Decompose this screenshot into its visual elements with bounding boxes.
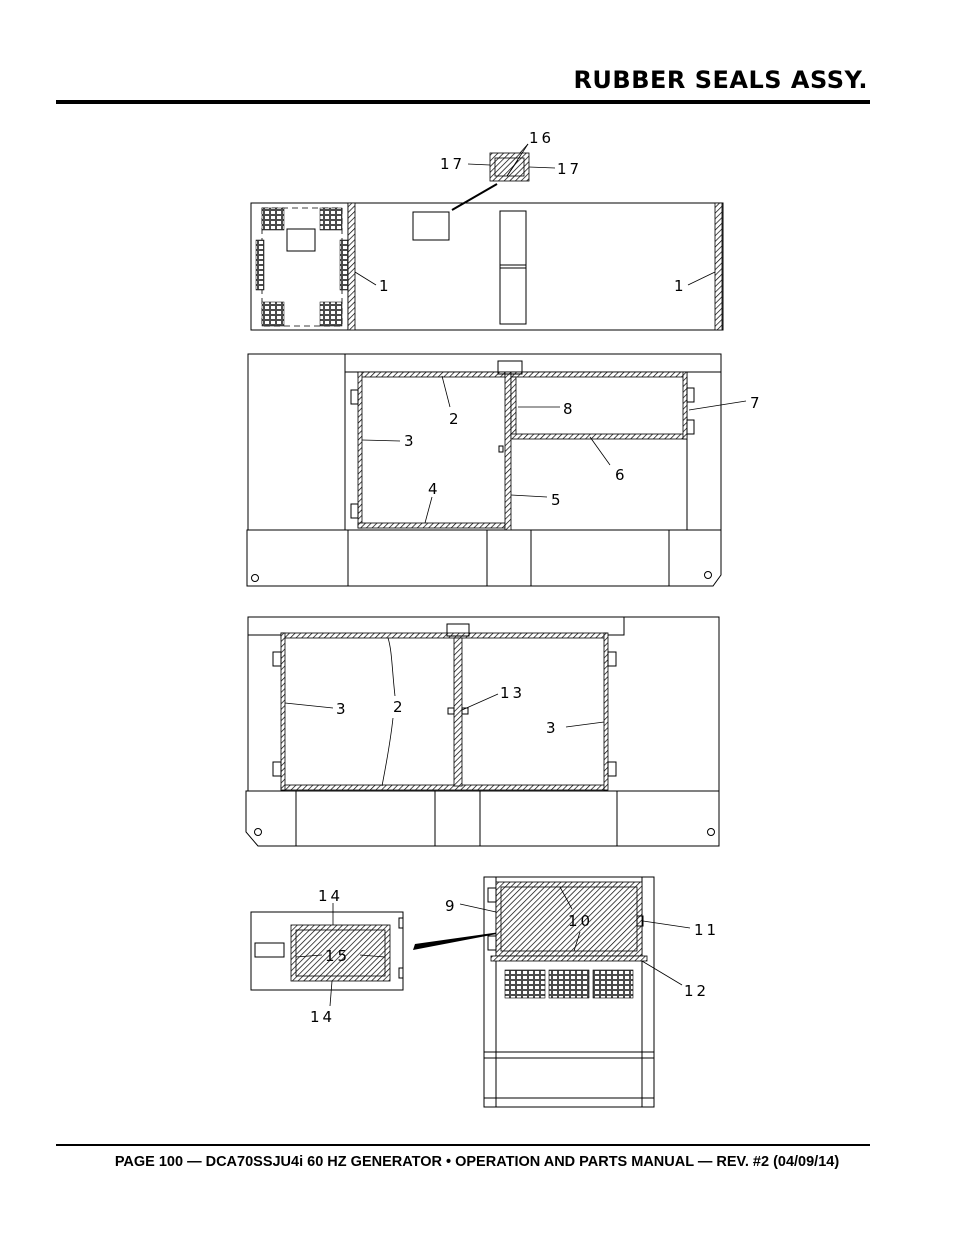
callout-5: 5 — [551, 491, 564, 509]
side-view-upper — [246, 353, 747, 587]
door-detail — [250, 903, 528, 1007]
callout-3: 3 — [546, 719, 559, 737]
callout-7: 7 — [750, 394, 763, 412]
callout-17: 17 — [557, 160, 582, 178]
callout-3: 3 — [336, 700, 349, 718]
callout-1: 1 — [674, 277, 687, 295]
callout-13: 13 — [500, 684, 525, 702]
callout-12: 12 — [684, 982, 709, 1000]
callout-10: 10 — [568, 912, 593, 930]
callout-16: 16 — [529, 129, 554, 147]
callout-2: 2 — [393, 698, 406, 716]
callout-17: 17 — [440, 155, 465, 173]
callout-labels: 16 17 17 1 1 2 8 7 3 6 4 5 13 3 2 3 14 1… — [310, 129, 763, 1026]
end-view — [459, 876, 691, 1108]
detail-seal-box — [451, 152, 530, 211]
callout-15: 15 — [325, 947, 350, 965]
callout-1: 1 — [379, 277, 392, 295]
callout-9: 9 — [445, 897, 458, 915]
footer-rule — [56, 1144, 870, 1146]
radiator-grille — [255, 207, 349, 327]
header-rule — [56, 100, 870, 104]
callout-11: 11 — [694, 921, 719, 939]
callout-8: 8 — [563, 400, 576, 418]
top-view — [250, 143, 724, 331]
side-view-lower — [245, 616, 720, 847]
callout-2: 2 — [449, 410, 462, 428]
page-title: RUBBER SEALS ASSY. — [573, 66, 868, 94]
page-footer: PAGE 100 — DCA70SSJU4i 60 HZ GENERATOR •… — [114, 1154, 840, 1170]
callout-6: 6 — [615, 466, 628, 484]
callout-4: 4 — [428, 480, 441, 498]
callout-14: 14 — [310, 1008, 335, 1026]
callout-14: 14 — [318, 887, 343, 905]
callout-3: 3 — [404, 432, 417, 450]
